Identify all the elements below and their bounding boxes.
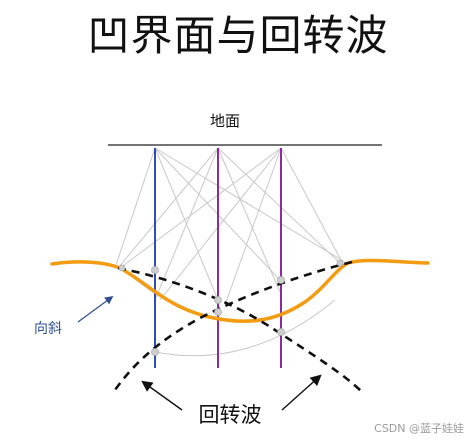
- reflection-points: [118, 259, 344, 356]
- bowtie-curve-left: [117, 266, 363, 393]
- ground-label: 地面: [209, 112, 240, 130]
- watermark: CSDN @蓝子娃娃: [374, 422, 464, 435]
- ray: [217, 147, 341, 264]
- bowtie-pointer-arrow-right: [281, 374, 322, 411]
- reflection-rays: [114, 147, 346, 357]
- reflection-point: [277, 328, 285, 336]
- ray: [117, 147, 219, 269]
- reflection-point: [118, 264, 126, 272]
- reflection-point: [277, 276, 285, 284]
- ray: [114, 147, 156, 269]
- reflection-point: [336, 259, 344, 267]
- wavefront-arc: [154, 299, 336, 357]
- bowtie-label: 回转波: [198, 403, 262, 427]
- ray: [154, 147, 219, 301]
- ray: [154, 147, 346, 263]
- syncline-pointer-arrow: [77, 296, 114, 323]
- ray: [280, 147, 343, 263]
- syncline-reflector: [50, 258, 430, 324]
- bowtie-pointer-arrow-left: [141, 380, 183, 411]
- bowtie-curve-right: [113, 260, 353, 391]
- reflection-point: [151, 348, 159, 356]
- reflection-point: [214, 296, 222, 304]
- slide-title: 凹界面与回转波: [87, 11, 389, 60]
- reflection-point: [214, 308, 222, 316]
- ray: [217, 147, 281, 293]
- syncline-label: 向斜: [34, 321, 62, 337]
- ray: [119, 147, 282, 269]
- reflection-point: [151, 266, 159, 274]
- ray: [159, 147, 282, 301]
- ray: [224, 147, 282, 306]
